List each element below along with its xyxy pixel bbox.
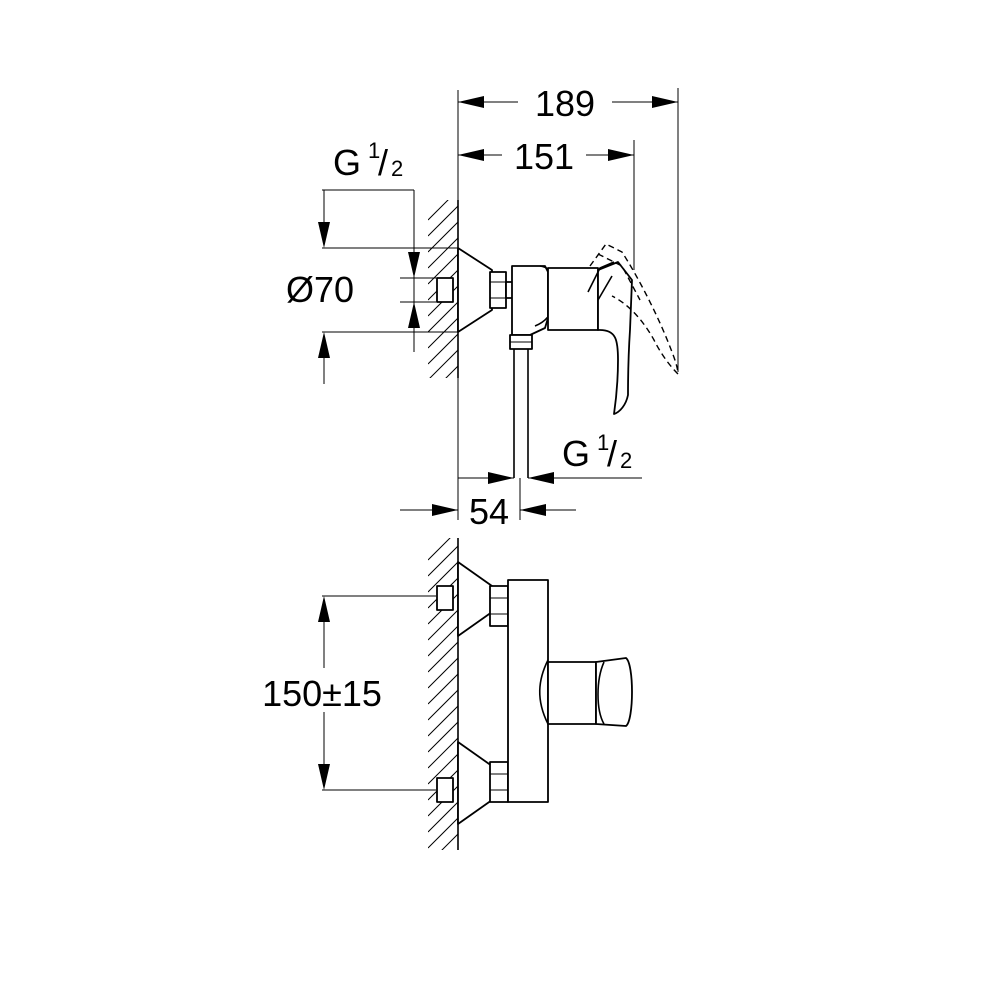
outlet-thread-den: 2 xyxy=(620,448,632,473)
wall-bottom xyxy=(428,538,459,850)
dim-outlet-offset: 54 xyxy=(400,478,576,532)
dim-overall-depth: 189 xyxy=(458,83,679,372)
inlet-stub xyxy=(436,277,454,303)
dim-150-label: 150±15 xyxy=(262,673,382,714)
upper-rosette xyxy=(457,561,493,637)
outlet-thread-num: 1 xyxy=(597,430,609,455)
handle-alt-position xyxy=(589,243,679,376)
top-view xyxy=(428,538,633,850)
dim-54-label: 54 xyxy=(469,491,509,532)
lower-nut xyxy=(489,761,509,803)
dim-inlet-thread: G 1 / 2 xyxy=(322,138,436,352)
inlet-thread-slash: / xyxy=(378,142,388,183)
nut xyxy=(489,271,507,309)
upper-inlet-stub xyxy=(436,585,454,611)
mixer-body xyxy=(511,265,549,336)
dim-rosette-diameter: Ø70 xyxy=(286,190,458,384)
inlet-thread-den: 2 xyxy=(391,156,403,181)
outlet-thread-prefix: G xyxy=(562,433,590,474)
inlet-thread-num: 1 xyxy=(368,138,380,163)
outlet-thread-slash: / xyxy=(607,433,617,474)
handle xyxy=(597,261,633,415)
lower-rosette xyxy=(457,741,493,825)
dim-inlet-spacing: 150±15 xyxy=(262,595,436,791)
cartridge-top xyxy=(547,661,597,725)
side-view xyxy=(428,90,679,520)
mixer-body-top xyxy=(507,579,549,803)
upper-nut xyxy=(489,585,509,627)
dim-70-label: Ø70 xyxy=(286,269,354,310)
dim-189-label: 189 xyxy=(535,83,595,124)
inlet-thread-prefix: G xyxy=(333,142,361,183)
rosette xyxy=(457,247,493,333)
lower-inlet-stub xyxy=(436,777,454,803)
cartridge-housing xyxy=(547,267,599,331)
handle-top xyxy=(595,657,633,727)
dim-151-label: 151 xyxy=(514,136,574,177)
dim-handle-depth: 151 xyxy=(458,136,635,270)
dim-outlet-thread: G 1 / 2 xyxy=(458,430,642,484)
